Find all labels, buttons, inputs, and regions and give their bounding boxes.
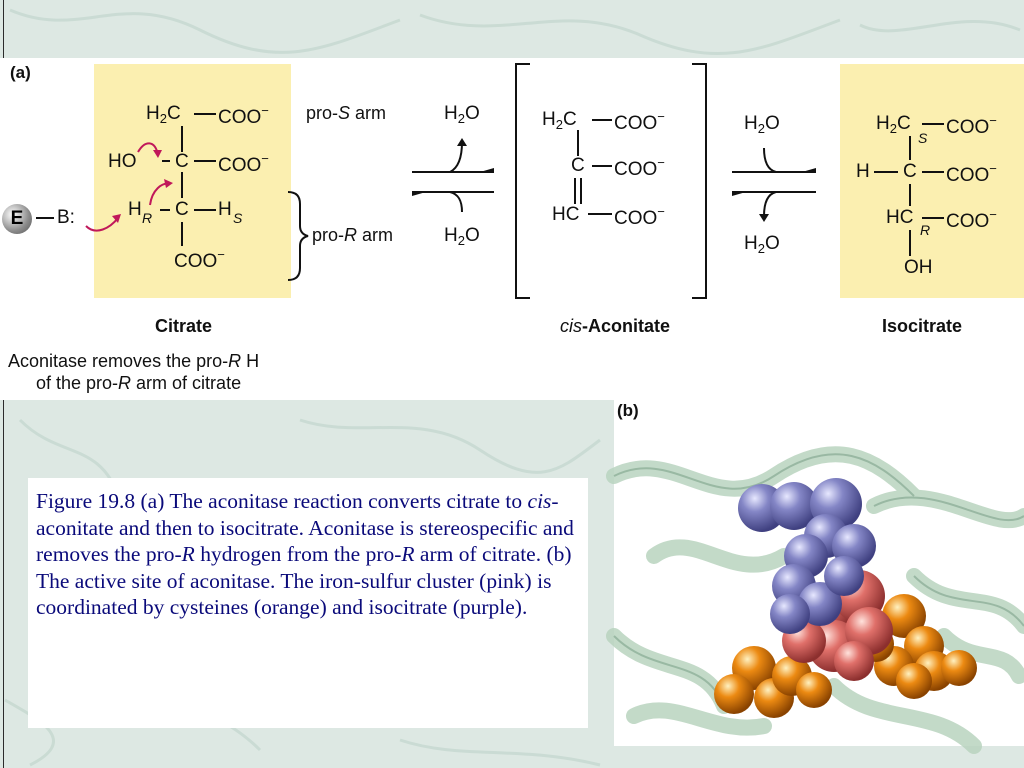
pro-r-arm-label: pro-R arm bbox=[312, 225, 394, 245]
isocitrate-c: C bbox=[903, 161, 917, 182]
pro-s-arm-label: pro-S arm bbox=[306, 103, 387, 123]
aconitate-coo-3: COO− bbox=[614, 204, 665, 229]
isocitrate-oh: OH bbox=[904, 257, 933, 278]
aconitate-ch2: H2C bbox=[542, 109, 577, 132]
water-2-bottom: H2O bbox=[744, 233, 780, 256]
citrate-ch2: H2C bbox=[146, 103, 181, 126]
citrate-h-r: H bbox=[128, 199, 142, 220]
isocitrate-s-label: S bbox=[918, 130, 928, 146]
citrate-s-label: S bbox=[233, 210, 243, 226]
citrate-ho: HO bbox=[108, 151, 137, 172]
citrate-name: Citrate bbox=[155, 316, 213, 336]
figure-caption-box bbox=[28, 478, 588, 728]
panel-a-label: (a) bbox=[10, 63, 31, 82]
aconitate-coo-2: COO− bbox=[614, 155, 665, 180]
citrate-coo-2: COO− bbox=[218, 151, 269, 176]
equilibrium-arrows-2 bbox=[732, 147, 816, 222]
citrate-highlight bbox=[94, 64, 291, 298]
figure-caption: Figure 19.8 (a) The aconitase reaction c… bbox=[36, 489, 574, 619]
base-label: B: bbox=[57, 207, 75, 228]
citrate-bonds bbox=[36, 113, 309, 281]
cis-aconitate-bonds bbox=[515, 63, 707, 299]
citrate-c3: C bbox=[175, 199, 189, 220]
water-1-top: H2O bbox=[444, 103, 480, 126]
isocitrate-hc: HC bbox=[886, 207, 914, 228]
citrate-r-label: R bbox=[142, 210, 153, 226]
aconitate-coo-1: COO− bbox=[614, 109, 665, 134]
isocitrate-coo-2: COO− bbox=[946, 161, 997, 186]
enzyme-circle: E bbox=[2, 204, 32, 234]
panel-a-caption: Aconitase removes the pro-R H of the pro… bbox=[8, 351, 260, 393]
isocitrate-coo-3: COO− bbox=[946, 207, 997, 232]
citrate-coo-1: COO− bbox=[218, 103, 269, 128]
aconitate-hc: HC bbox=[552, 204, 580, 225]
water-2-top: H2O bbox=[744, 113, 780, 136]
citrate-c2: C bbox=[175, 151, 189, 172]
aconitate-c: C bbox=[571, 155, 585, 176]
isocitrate-coo-1: COO− bbox=[946, 113, 997, 138]
water-1-bottom: H2O bbox=[444, 225, 480, 248]
panel-b-label: (b) bbox=[617, 401, 639, 420]
isocitrate-r-label: R bbox=[920, 222, 931, 238]
isocitrate-highlight bbox=[840, 64, 1024, 298]
active-site-render bbox=[606, 436, 1024, 754]
equilibrium-arrows-1 bbox=[412, 138, 494, 213]
isocitrate-bonds bbox=[874, 123, 944, 256]
isocitrate-h: H bbox=[856, 161, 870, 182]
isocitrate-name: Isocitrate bbox=[882, 316, 963, 336]
citrate-coo-3: COO− bbox=[174, 247, 225, 272]
citrate-h-s: H bbox=[218, 199, 232, 220]
isocitrate-ch2: H2C bbox=[876, 113, 911, 136]
cis-aconitate-name: cis-Aconitate bbox=[560, 316, 671, 336]
